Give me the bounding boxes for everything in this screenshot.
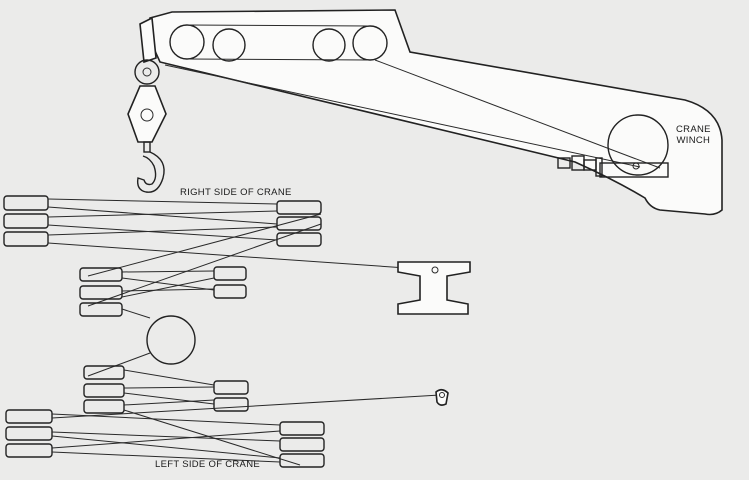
- crane-winch-label-line1: CRANE: [676, 124, 711, 135]
- right-side-reeving: [3, 195, 471, 319]
- crane-winch-label-line2: WINCH: [676, 135, 711, 146]
- hook-block: [127, 16, 167, 193]
- crane-boom: [149, 9, 723, 216]
- left-side-label: LEFT SIDE OF CRANE: [155, 459, 260, 470]
- crane-winch-drum: [557, 114, 669, 178]
- right-side-label: RIGHT SIDE OF CRANE: [180, 187, 292, 198]
- idler-sheave: [146, 315, 196, 365]
- crane-winch-label: CRANE WINCH: [676, 124, 711, 146]
- boom-head-sheaves: [169, 24, 388, 62]
- left-side-reeving: [5, 365, 449, 468]
